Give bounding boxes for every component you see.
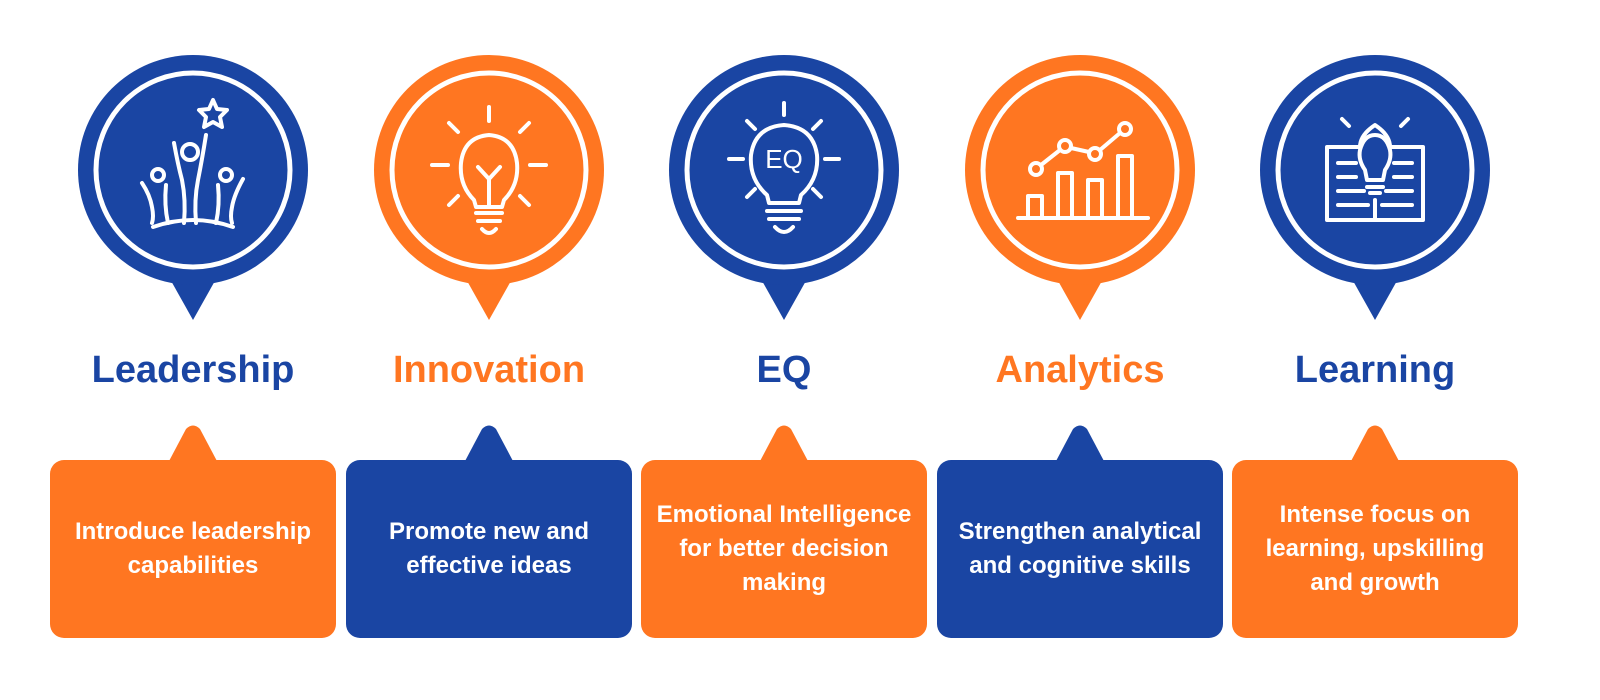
- pin-ring: [389, 70, 589, 270]
- description-box: Emotional Intelligence for better decisi…: [641, 460, 927, 638]
- pin-circle: [669, 55, 899, 285]
- description-box: Promote new and effective ideas: [346, 460, 632, 638]
- box-pointer: [464, 425, 514, 463]
- pin-marker: [374, 55, 604, 325]
- item-title: Learning: [1294, 349, 1456, 391]
- item-analytics: Analytics Strengthen analytical and cogn…: [930, 0, 1230, 700]
- pin-ring: [684, 70, 884, 270]
- item-eq: EQ EQ Emotional Intelligence for better …: [634, 0, 934, 700]
- pin-marker: [1260, 55, 1490, 325]
- pin-ring: [980, 70, 1180, 270]
- box-pointer: [759, 425, 809, 463]
- item-title: EQ: [756, 349, 812, 391]
- pin-shape: [1057, 279, 1103, 320]
- box-pointer: [1055, 425, 1105, 463]
- item-title: Leadership: [91, 349, 295, 391]
- item-description: Intense focus on learning, upskilling an…: [1265, 501, 1485, 596]
- description-box: Strengthen analytical and cognitive skil…: [937, 460, 1223, 638]
- pin-shape: [1352, 279, 1398, 320]
- book-lightbulb-icon: [1325, 117, 1425, 222]
- pin-marker: [78, 55, 308, 325]
- pin-ring: [93, 70, 293, 270]
- item-description: Emotional Intelligence for better decisi…: [656, 501, 912, 596]
- item-title: Analytics: [995, 349, 1165, 391]
- pin-circle: [1260, 55, 1490, 285]
- pin-shape: [466, 279, 512, 320]
- pin-marker: [965, 55, 1195, 325]
- analytics-chart-icon: [1016, 121, 1150, 220]
- item-leadership: Leadership Introduce leadership capabili…: [43, 0, 343, 700]
- item-innovation: Innovation Promote new and effective ide…: [339, 0, 639, 700]
- pin-circle: [374, 55, 604, 285]
- item-title: Innovation: [392, 349, 586, 391]
- lightbulb-icon: [430, 105, 548, 235]
- item-description: Strengthen analytical and cognitive skil…: [958, 518, 1202, 579]
- pin-shape: [761, 279, 807, 320]
- description-box: Intense focus on learning, upskilling an…: [1232, 460, 1518, 638]
- team-achievement-star-icon: [140, 98, 245, 229]
- pin-circle: [78, 55, 308, 285]
- eq-lightbulb-icon: [727, 101, 841, 234]
- description-box: Introduce leadership capabilities: [50, 460, 336, 638]
- pin-shape: [170, 279, 216, 320]
- box-pointer: [168, 425, 218, 463]
- box-pointer: [1350, 425, 1400, 463]
- item-description: Introduce leadership capabilities: [74, 518, 312, 579]
- pin-circle: [965, 55, 1195, 285]
- item-description: Promote new and effective ideas: [388, 518, 590, 579]
- pin-ring: [1275, 70, 1475, 270]
- pin-marker: EQ: [669, 55, 899, 325]
- item-learning: Learning Intense focus on learning, upsk…: [1225, 0, 1525, 700]
- icon-text: EQ: [765, 144, 803, 174]
